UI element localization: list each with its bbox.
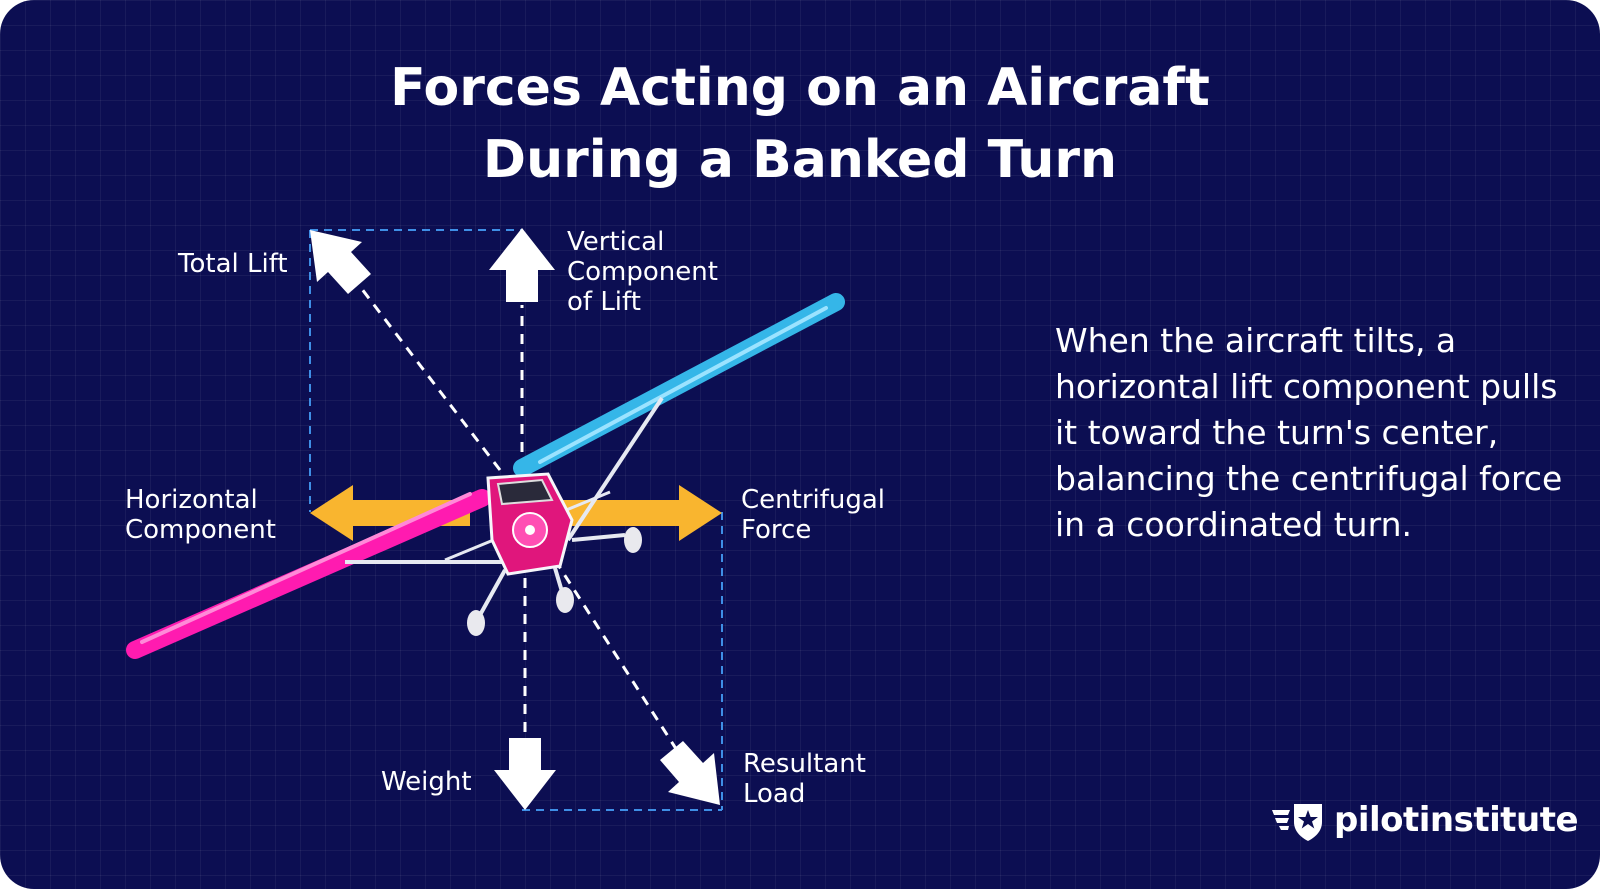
resultant-load-arrowhead (660, 741, 720, 805)
horizontal-component-label: Horizontal Component (125, 485, 276, 545)
vertical-component-label: Vertical Component of Lift (567, 227, 718, 317)
wing-strut-right (566, 396, 664, 542)
wheel-center (556, 587, 574, 613)
horizontal-component-label-line-1: Horizontal (125, 485, 258, 515)
vertical-lift-arrowhead (489, 228, 555, 302)
resultant-load-label: Resultant Load (743, 749, 866, 809)
wing-right-highlight (538, 306, 828, 464)
title-line-1: Forces Acting on an Aircraft (390, 58, 1210, 118)
resultant-load-label-line-1: Resultant (743, 749, 866, 779)
centrifugal-force-arrow (560, 485, 722, 541)
description-text: When the aircraft tilts, a horizontal li… (1055, 321, 1563, 544)
force-lines (353, 279, 682, 756)
wing-left (126, 489, 491, 659)
wheel-left (467, 610, 485, 636)
aircraft (126, 293, 845, 659)
title-line-2: During a Banked Turn (482, 130, 1118, 190)
horizontal-component-label-line-2: Component (125, 515, 276, 545)
centrifugal-force-label: Centrifugal Force (741, 485, 885, 545)
horizontal-component-arrow (310, 485, 470, 541)
vertical-component-label-line-1: Vertical (567, 227, 665, 257)
centrifugal-force-label-line-2: Force (741, 515, 812, 545)
propeller-spinner (525, 525, 535, 535)
weight-arrowhead (494, 738, 556, 810)
total-lift-label: Total Lift (178, 249, 288, 279)
vertical-component-label-line-2: Component (567, 257, 718, 287)
vertical-component-label-line-3: of Lift (567, 287, 641, 317)
resultant-load-line (553, 559, 682, 756)
resultant-load-label-line-2: Load (743, 779, 806, 809)
gear-leg-right (571, 533, 626, 542)
weight-label: Weight (381, 767, 472, 797)
gear-leg-left (478, 569, 507, 616)
total-lift-line (353, 279, 502, 471)
total-lift-arrowhead (310, 230, 371, 294)
wing-left-highlight (140, 492, 472, 644)
cockpit-window (496, 478, 554, 506)
centrifugal-force-label-line-1: Centrifugal (741, 485, 886, 515)
brand-logo: pilotinstitute (1270, 795, 1579, 845)
wheel-right (624, 527, 642, 553)
page-title: Forces Acting on an Aircraft During a Ba… (0, 52, 1600, 196)
construction-lines (309, 229, 723, 811)
brand-wordmark: pilotinstitute (1334, 800, 1579, 840)
winged-star-shield-icon (1272, 804, 1322, 841)
